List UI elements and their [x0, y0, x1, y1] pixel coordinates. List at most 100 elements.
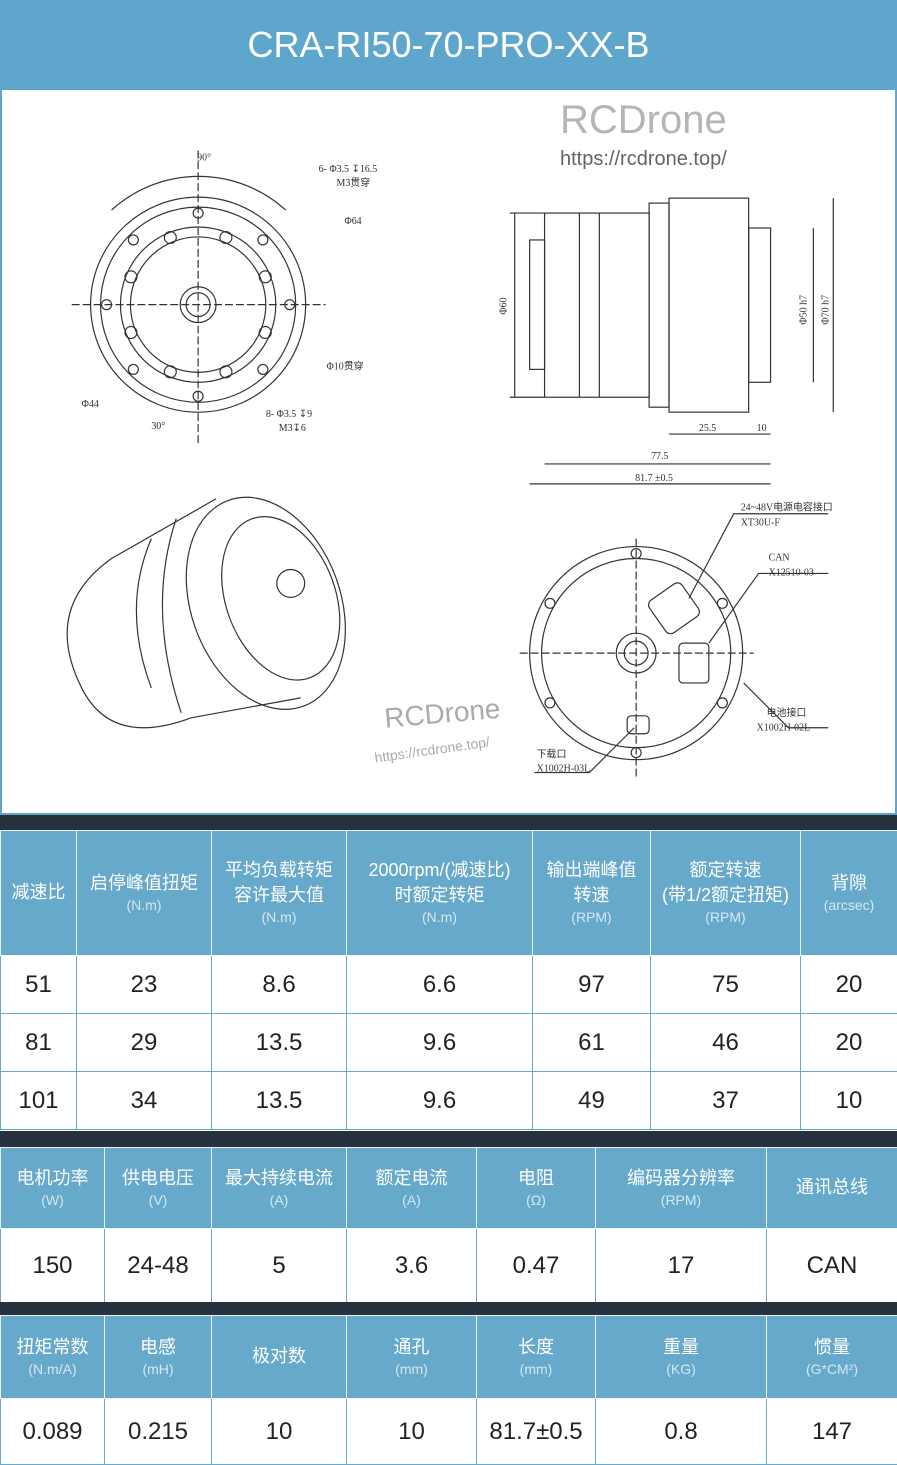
- header-unit: (RPM): [651, 908, 800, 928]
- header-unit: (A): [347, 1191, 476, 1211]
- bolt-hole: [259, 326, 271, 338]
- column-header: 最大持续电流 (A): [212, 1148, 347, 1229]
- divider-band: [0, 815, 897, 830]
- divider-band: [0, 1131, 897, 1147]
- header-title: 编码器分辨率: [627, 1168, 735, 1188]
- column-header: 极对数: [212, 1316, 347, 1399]
- label-hole-6b: M3贯穿: [337, 176, 371, 189]
- drawing-svg: 90° 6- Φ3.5 ↧16.5 M3贯穿 Φ64 Φ10贯穿 Φ44 30°…: [2, 90, 895, 813]
- bolt-hole: [220, 366, 232, 378]
- column-header: 重量(KG): [596, 1316, 767, 1399]
- header-unit: (mm): [477, 1360, 595, 1380]
- header-title: 电阻: [518, 1168, 554, 1188]
- bolt-hole: [220, 232, 232, 244]
- table-cell: 9.6: [347, 1072, 533, 1130]
- isometric-view: [67, 475, 373, 732]
- bolt-hole: [258, 235, 268, 245]
- table-cell: 75: [651, 956, 801, 1014]
- table-cell: 3.6: [347, 1229, 477, 1303]
- label-d10: Φ10贯穿: [327, 359, 364, 372]
- watermark-url-overlay: https://rcdrone.top/: [560, 148, 727, 171]
- spec-table-gear: 减速比启停峰值扭矩(N.m)平均负载转矩 容许最大值(N.m)2000rpm/(…: [0, 830, 897, 1130]
- bolt-hole: [125, 271, 137, 283]
- spec-table-mechanical: 扭矩常数(N.m/A)电感(mH)极对数通孔(mm)长度(mm)重量(KG)惯量…: [0, 1315, 897, 1465]
- header-title: 扭矩常数: [17, 1337, 89, 1357]
- technical-drawing: 90° 6- Φ3.5 ↧16.5 M3贯穿 Φ64 Φ10贯穿 Φ44 30°…: [0, 90, 897, 815]
- header-unit: (G*CM²): [767, 1360, 897, 1380]
- bolt-hole: [164, 366, 176, 378]
- label-hole-6: 6- Φ3.5 ↧16.5: [319, 164, 378, 175]
- table-cell: 0.089: [1, 1399, 105, 1465]
- column-header: 2000rpm/(减速比) 时额定转矩(N.m): [347, 831, 533, 956]
- header-unit: (A): [212, 1191, 346, 1211]
- label-77-5: 77.5: [651, 451, 668, 462]
- table-cell: 147: [767, 1399, 897, 1465]
- table-cell: 13.5: [212, 1014, 347, 1072]
- header-title: 输出端峰值 转速: [547, 860, 637, 905]
- header-title: 通讯总线: [796, 1177, 868, 1197]
- bolt-hole: [125, 326, 137, 338]
- bolt-hole: [128, 364, 138, 374]
- label-can-part: X12510-03: [769, 567, 814, 578]
- header-title: 最大持续电流: [225, 1168, 333, 1188]
- table-cell: 20: [801, 956, 897, 1014]
- header-unit: (arcsec): [801, 896, 897, 916]
- table-cell: 10: [347, 1399, 477, 1465]
- table-cell: 46: [651, 1014, 801, 1072]
- column-header: 背隙 (arcsec): [801, 831, 897, 956]
- column-header: 输出端峰值 转速(RPM): [533, 831, 651, 956]
- table-cell: 0.8: [596, 1399, 767, 1465]
- header-unit: (Ω): [477, 1191, 595, 1211]
- table-cell: 61: [533, 1014, 651, 1072]
- table-cell: 0.47: [477, 1229, 596, 1303]
- label-download-part: X1002H-03L: [537, 764, 591, 775]
- header-title: 极对数: [252, 1346, 306, 1366]
- header-title: 减速比: [12, 882, 66, 902]
- label-d64: Φ64: [344, 216, 361, 227]
- watermark-logo-overlay: RCDrone: [560, 98, 727, 143]
- bolt-hole: [164, 232, 176, 244]
- header-title: 背隙: [831, 873, 867, 893]
- column-header: 启停峰值扭矩(N.m): [77, 831, 212, 956]
- label-battery-port: 电池接口: [767, 706, 807, 719]
- bolt-hole: [259, 271, 271, 283]
- label-hole-8: 8- Φ3.5 ↧9: [266, 409, 312, 420]
- table-cell: 0.215: [105, 1399, 212, 1465]
- label-power-part: XT30U-F: [741, 518, 781, 529]
- header-title: 2000rpm/(减速比) 时额定转矩: [368, 860, 510, 905]
- header-title: 额定电流: [376, 1168, 448, 1188]
- column-header: 扭矩常数 (N.m/A): [1, 1316, 105, 1399]
- header-title: 启停峰值扭矩: [90, 873, 198, 893]
- header-unit: (RPM): [596, 1191, 766, 1211]
- table-cell: 6.6: [347, 956, 533, 1014]
- label-angle-90: 90°: [197, 152, 211, 163]
- table-cell: 37: [651, 1072, 801, 1130]
- bolt-hole: [717, 698, 727, 708]
- header-unit: (N.m): [212, 908, 346, 928]
- side-view: [510, 198, 834, 484]
- header-unit: (W): [1, 1191, 104, 1211]
- header-title: 平均负载转矩 容许最大值: [225, 860, 333, 905]
- label-can: CAN: [769, 553, 790, 564]
- table-cell: 29: [77, 1014, 212, 1072]
- bolt-hole: [717, 598, 727, 608]
- column-header: 供电电压(V): [105, 1148, 212, 1229]
- table-cell: 81: [1, 1014, 77, 1072]
- table-cell: 34: [77, 1072, 212, 1130]
- bolt-hole: [128, 235, 138, 245]
- table-cell: 51: [1, 956, 77, 1014]
- table-cell: CAN: [767, 1229, 897, 1303]
- bolt-hole: [258, 364, 268, 374]
- front-view: [72, 150, 326, 444]
- column-header: 长度(mm): [477, 1316, 596, 1399]
- column-header: 电阻 (Ω): [477, 1148, 596, 1229]
- header-title: 电感: [140, 1337, 176, 1357]
- bolt-hole: [545, 598, 555, 608]
- table-cell: 9.6: [347, 1014, 533, 1072]
- header-unit: (N.m/A): [1, 1360, 104, 1380]
- label-10: 10: [757, 423, 767, 434]
- table-cell: 24-48: [105, 1229, 212, 1303]
